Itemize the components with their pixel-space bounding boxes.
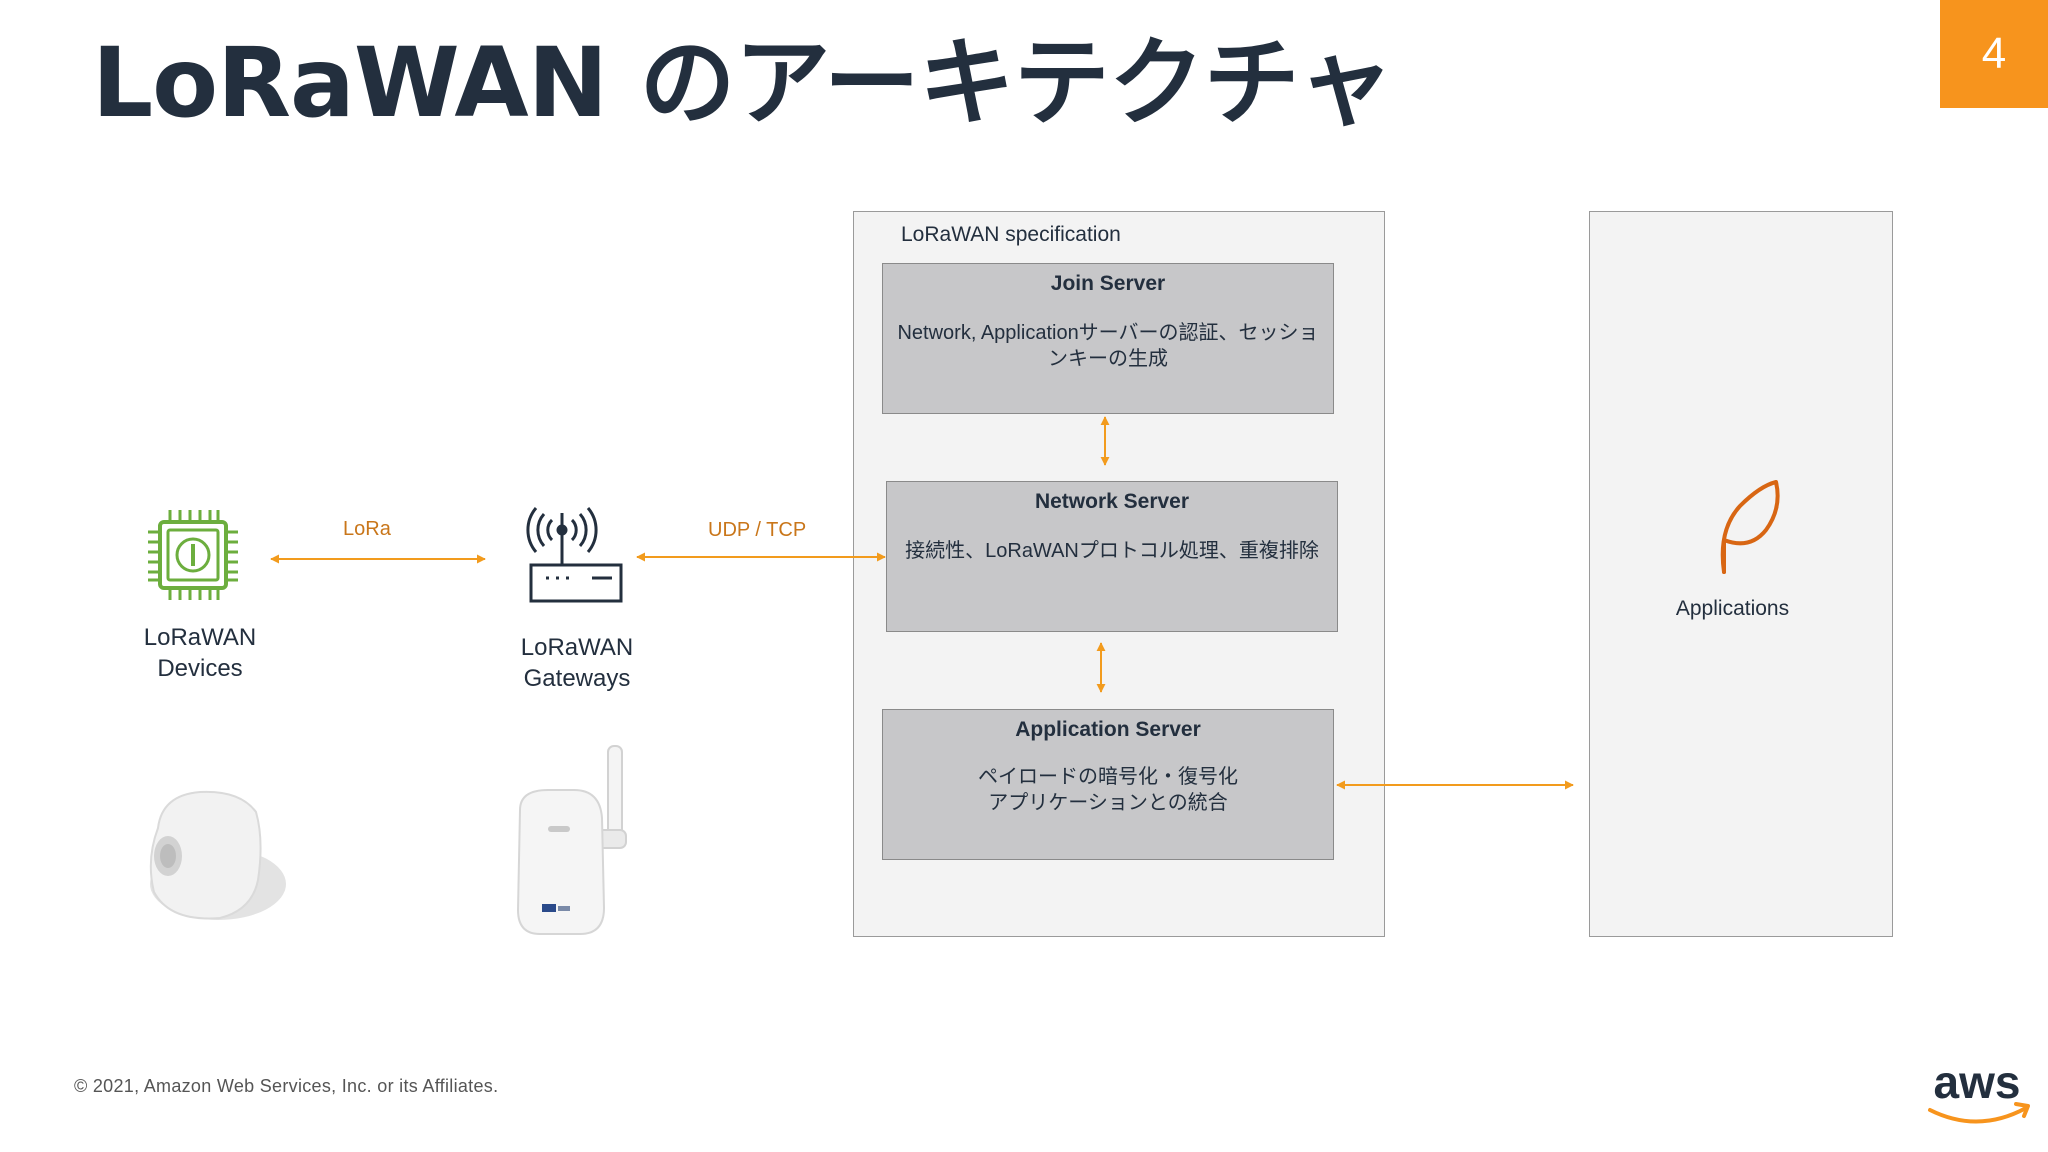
iot-device-chip-icon	[148, 510, 238, 600]
application-server-desc-line1: ペイロードの暗号化・復号化	[978, 766, 1238, 788]
spec-label: LoRaWAN specification	[901, 223, 1121, 246]
network-server-name: Network Server	[1034, 490, 1190, 513]
copyright-footer: © 2021, Amazon Web Services, Inc. or its…	[74, 1076, 499, 1096]
devices-label-line2: Devices	[157, 655, 243, 682]
device-photo	[149, 790, 286, 920]
application-server-desc-line2: アプリケーションとの統合	[988, 792, 1228, 814]
gateway-router-icon	[526, 507, 623, 603]
network-server-box: Network Server 接続性、LoRaWANプロトコル処理、重複排除	[886, 481, 1338, 632]
svg-text:aws: aws	[1934, 1056, 2021, 1108]
join-server-name: Join Server	[1050, 272, 1166, 295]
devices-label-line1: LoRaWAN	[143, 624, 257, 651]
gateways-label-line2: Gateways	[523, 665, 631, 692]
page-number: 4	[1940, 0, 2048, 108]
network-server-desc: 接続性、LoRaWANプロトコル処理、重複排除	[905, 540, 1319, 562]
application-server-name: Application Server	[1015, 718, 1201, 741]
gateway-photo	[516, 745, 627, 935]
gateways-label: LoRaWAN Gateways	[497, 632, 657, 694]
join-server-desc: Network, Applicationサーバーの認証、セッションキーの生成	[897, 322, 1319, 370]
applications-label: Applications	[1675, 597, 1790, 620]
application-server-box: Application Server ペイロードの暗号化・復号化 アプリケーショ…	[882, 709, 1334, 860]
applications-leaf-icon	[1720, 480, 1780, 574]
devices-label: LoRaWAN Devices	[120, 622, 280, 684]
udp-tcp-link-label: UDP / TCP	[708, 519, 807, 541]
applications-container	[1589, 211, 1893, 937]
aws-logo: aws	[1928, 1056, 2030, 1124]
slide-title: LoRaWAN のアーキテクチャ	[92, 27, 1394, 139]
lora-link-label: LoRa	[343, 518, 391, 540]
gateways-label-line1: LoRaWAN	[520, 634, 634, 661]
join-server-box: Join Server Network, Applicationサーバーの認証、…	[882, 263, 1334, 414]
